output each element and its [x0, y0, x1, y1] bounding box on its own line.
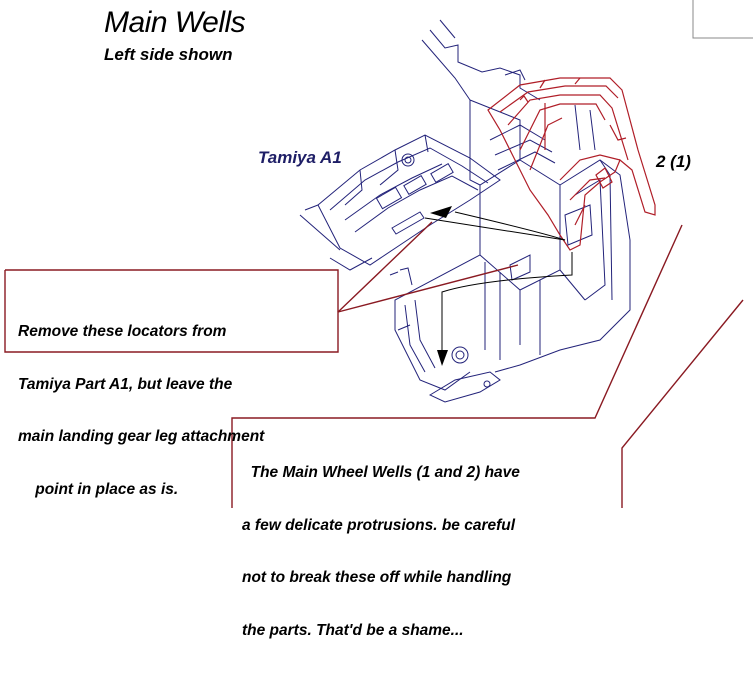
instruction-diagram: Main Wells Left side shown Tamiya A1 2 (…	[4, 0, 753, 639]
callout-line: Tamiya Part A1, but leave the	[18, 375, 233, 393]
callout-line: The Main Wheel Wells (1 and 2) have	[242, 464, 520, 481]
callout-leaders	[4, 221, 744, 508]
arrow-to-attachment	[441, 252, 573, 352]
part-number-label: 2 (1)	[656, 152, 691, 171]
callout-line: a few delicate protrusions. be careful	[242, 516, 516, 534]
model-line-drawing	[4, 0, 753, 508]
locators-callout-top	[5, 269, 339, 312]
corner-frame	[692, 0, 753, 39]
tamiya-part-label: Tamiya A1	[258, 148, 342, 167]
callout-line: point in place as is.	[18, 480, 179, 498]
page-subtitle: Left side shown	[104, 45, 233, 64]
callout-line: Remove these locators from	[18, 323, 227, 340]
arrows	[424, 211, 573, 352]
locators-callout-text: Remove these locators from Tamiya Part A…	[18, 288, 264, 533]
callout-line: the parts. That'd be a shame...	[242, 621, 464, 639]
locators-callout-right	[337, 264, 519, 313]
callout-line: main landing gear leg attachment	[18, 428, 265, 445]
arrowhead-locators	[430, 206, 452, 218]
tamiya-a1-part-drawing	[299, 134, 501, 271]
arrow-to-locators	[424, 217, 566, 241]
wheel-wells-callout-text: The Main Wheel Wells (1 and 2) have a fe…	[242, 429, 520, 674]
arrow-to-locators-upper	[454, 211, 566, 241]
arrowhead-attachment	[437, 350, 448, 366]
part-2-highlight	[487, 77, 656, 251]
locators-callout-left	[4, 221, 433, 353]
page-title: Main Wells	[104, 6, 246, 39]
callout-line: not to break these off while handling	[242, 569, 512, 586]
wheel-wells-callout-left	[231, 224, 683, 508]
wheel-wells-callout-right	[621, 299, 744, 508]
main-well-drawing	[389, 19, 631, 403]
